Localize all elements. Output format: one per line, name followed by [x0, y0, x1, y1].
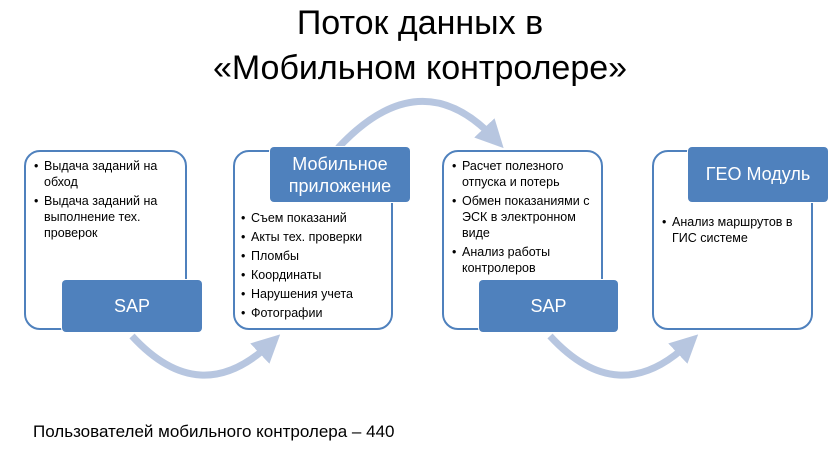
- stage-label-mobile-app: Мобильное приложение: [270, 147, 410, 202]
- footer-users-count: Пользователей мобильного контролера – 44…: [33, 422, 395, 441]
- stage-items: Выдача заданий на обход Выдача заданий н…: [34, 158, 184, 244]
- list-item: Фотографии: [241, 305, 391, 321]
- list-item: Съем показаний: [241, 210, 391, 226]
- arrow-sap-to-geo: [547, 333, 699, 379]
- arrow-mobile-to-sap: [335, 97, 504, 151]
- slide-title-line1: Поток данных в: [296, 4, 544, 42]
- stage-items: Расчет полезного отпуска и потерь Обмен …: [452, 158, 602, 279]
- list-item: Акты тех. проверки: [241, 229, 391, 245]
- stage-label-geo-module: ГЕО Модуль: [688, 147, 828, 202]
- arrow-sap-to-mobile: [129, 333, 281, 379]
- stage-label-sap-2: SAP: [479, 280, 618, 332]
- list-item: Анализ маршрутов в ГИС системе: [662, 214, 810, 246]
- list-item: Координаты: [241, 267, 391, 283]
- list-item: Выдача заданий на выполнение тех. провер…: [34, 193, 184, 241]
- list-item: Анализ работы контролеров: [452, 244, 602, 276]
- list-item: Пломбы: [241, 248, 391, 264]
- stage-label-sap-1: SAP: [62, 280, 202, 332]
- stage-sap-2: Расчет полезного отпуска и потерь Обмен …: [442, 150, 603, 330]
- list-item: Расчет полезного отпуска и потерь: [452, 158, 602, 190]
- list-item: Обмен показаниями с ЭСК в электронном ви…: [452, 193, 602, 241]
- stage-items: Съем показаний Акты тех. проверки Пломбы…: [241, 210, 391, 324]
- list-item: Нарушения учета: [241, 286, 391, 302]
- list-item: Выдача заданий на обход: [34, 158, 184, 190]
- stage-items: Анализ маршрутов в ГИС системе: [662, 214, 810, 249]
- slide-title-line2: «Мобильном контролере»: [212, 49, 628, 87]
